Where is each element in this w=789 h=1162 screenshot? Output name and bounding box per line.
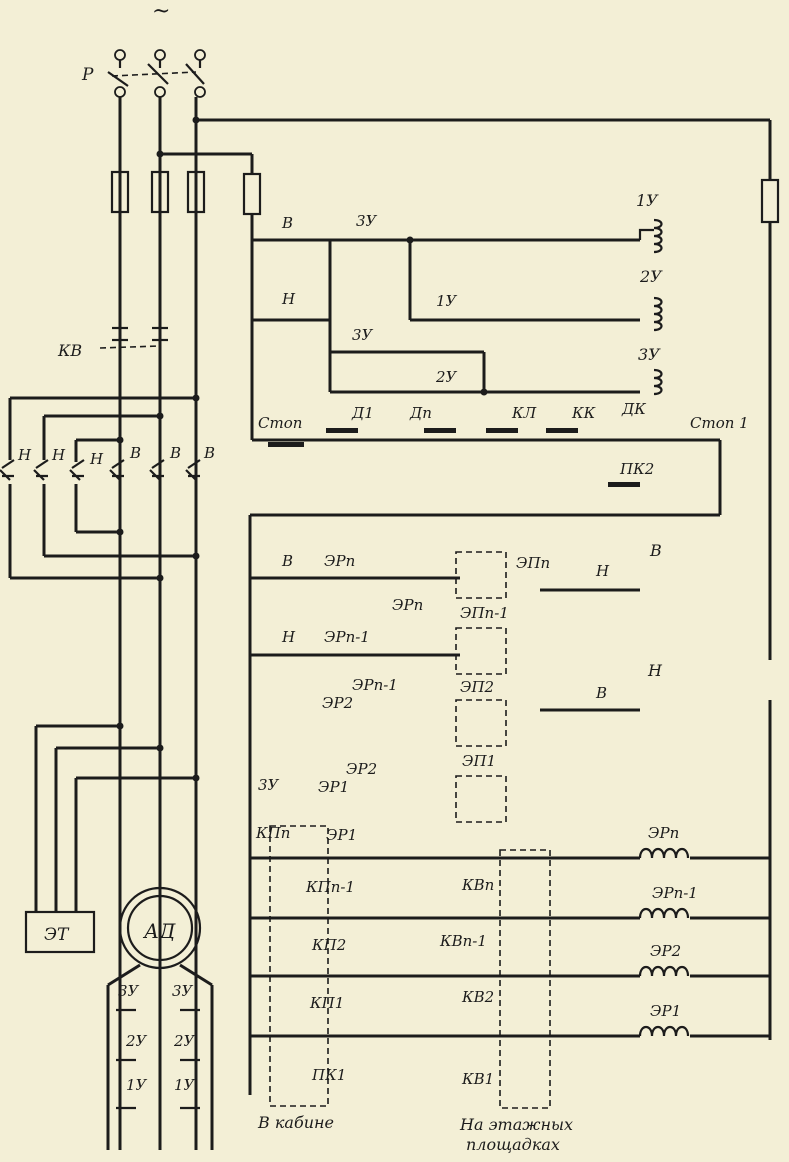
cabin-caption: В кабине [257, 1113, 334, 1132]
coil-er2-label: ЭР2 [650, 942, 681, 960]
selector-epn1 [455, 627, 507, 675]
coil-er1-label: ЭР1 [650, 1002, 681, 1020]
fuse-1 [110, 170, 130, 214]
svg-text:ЭР1: ЭР1 [318, 778, 349, 796]
svg-text:ДК: ДК [621, 400, 646, 418]
svg-text:ЭР1: ЭР1 [326, 826, 357, 844]
svg-text:В: В [203, 444, 215, 462]
svg-text:ЭРп: ЭРп [392, 596, 423, 614]
svg-text:2У: 2У [435, 368, 458, 386]
svg-text:КПп: КПп [255, 824, 290, 842]
svg-text:Н: Н [281, 290, 296, 308]
svg-text:1У: 1У [174, 1076, 196, 1094]
control-circuit: В 3У 1У Н 1У 2У 3У 2У 3У Стоп Д1 Дп КЛ К… [248, 120, 772, 1154]
fuse-right [760, 178, 780, 224]
svg-text:1У: 1У [436, 292, 458, 310]
svg-text:В: В [281, 214, 293, 232]
landing-caption-1: На этажных [459, 1115, 573, 1134]
svg-text:3У: 3У [258, 776, 280, 794]
motor-label: АД [142, 919, 176, 943]
svg-text:КВ1: КВ1 [461, 1070, 494, 1088]
brake-et [24, 910, 96, 954]
svg-text:КП1: КП1 [309, 994, 344, 1012]
svg-text:В: В [129, 444, 141, 462]
svg-text:2У: 2У [173, 1032, 196, 1050]
svg-text:ЭРп: ЭРп [324, 552, 355, 570]
coil-1u-label: 1У [636, 191, 659, 210]
svg-text:Н: Н [51, 446, 66, 464]
svg-text:ЭП1: ЭП1 [462, 752, 496, 770]
fuse-3 [186, 170, 206, 214]
svg-text:Стоп 1: Стоп 1 [690, 414, 749, 432]
svg-text:КВп: КВп [461, 876, 494, 894]
landing-caption-2: площадках [466, 1135, 560, 1154]
svg-text:1У: 1У [126, 1076, 148, 1094]
switch-p-label: Р [81, 65, 94, 85]
svg-text:Д1: Д1 [351, 404, 374, 422]
svg-text:Н: Н [17, 446, 32, 464]
svg-text:3У: 3У [356, 212, 378, 230]
svg-text:Стоп: Стоп [258, 414, 302, 432]
landing-buttons-frame [499, 849, 551, 1109]
svg-text:ЭПп-1: ЭПп-1 [460, 604, 509, 622]
svg-text:ЭПп: ЭПп [516, 554, 550, 572]
svg-text:ПК1: ПК1 [311, 1066, 346, 1084]
selector-ep2 [455, 699, 507, 747]
ac-symbol: ~ [152, 0, 170, 24]
svg-text:КЛ: КЛ [511, 404, 537, 422]
svg-text:2У: 2У [125, 1032, 148, 1050]
coil-erp1-label: ЭРп-1 [652, 884, 698, 902]
kv-label: КВ [57, 341, 82, 360]
svg-text:ЭРп-1: ЭРп-1 [324, 628, 370, 646]
svg-text:3У: 3У [118, 982, 140, 1000]
svg-text:КВ2: КВ2 [461, 988, 494, 1006]
svg-text:В: В [281, 552, 293, 570]
svg-text:КК: КК [571, 404, 596, 422]
coil-2u-label: 2У [639, 267, 663, 286]
svg-text:ПК2: ПК2 [619, 460, 654, 478]
coil-v-label: В [649, 541, 662, 560]
motor-ad [118, 886, 202, 970]
svg-text:Н: Н [89, 450, 104, 468]
svg-text:В: В [595, 684, 607, 702]
svg-text:КВп-1: КВп-1 [439, 932, 487, 950]
fuse-2 [150, 170, 170, 214]
selector-ep1 [455, 775, 507, 823]
coil-n-label: Н [647, 661, 663, 680]
svg-text:ЭР2: ЭР2 [322, 694, 353, 712]
coil-3u-label: 3У [638, 345, 661, 364]
svg-text:ЭР2: ЭР2 [346, 760, 377, 778]
svg-text:3У: 3У [352, 326, 374, 344]
selector-epn [455, 551, 507, 599]
svg-text:Дп: Дп [409, 404, 432, 422]
cabin-buttons-frame [269, 825, 329, 1107]
svg-text:ЭРп-1: ЭРп-1 [352, 676, 398, 694]
svg-text:ЭП2: ЭП2 [460, 678, 494, 696]
svg-text:КПп-1: КПп-1 [305, 878, 355, 896]
svg-text:Н: Н [595, 562, 610, 580]
power-circuit: ~ Р КВ [0, 0, 780, 1150]
svg-text:Н: Н [281, 628, 296, 646]
brake-label: ЭТ [44, 925, 70, 945]
svg-text:В: В [169, 444, 181, 462]
coil-erp-label: ЭРп [648, 824, 679, 842]
fuse-control [242, 172, 262, 216]
svg-text:КП2: КП2 [311, 936, 346, 954]
reversing-contacts: Н Н Н В В В [0, 444, 215, 481]
svg-text:3У: 3У [172, 982, 194, 1000]
